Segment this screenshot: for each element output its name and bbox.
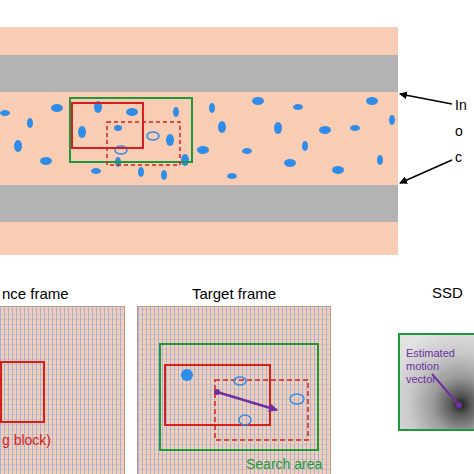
blood-cell bbox=[115, 157, 121, 167]
blood-cell bbox=[350, 125, 360, 131]
blood-cell bbox=[27, 118, 33, 128]
blood-cell bbox=[126, 108, 138, 116]
vessel-wall bbox=[0, 55, 398, 92]
blood-cell bbox=[252, 97, 264, 105]
blood-cell bbox=[284, 159, 296, 167]
blood-cell bbox=[114, 125, 122, 131]
panel-heading: Target frame bbox=[138, 285, 330, 302]
blood-cell bbox=[161, 170, 167, 180]
wall-label: In o c bbox=[455, 92, 473, 170]
blood-cell bbox=[166, 134, 174, 146]
panel-heading: nce frame bbox=[2, 285, 69, 302]
search-area-outline bbox=[70, 98, 192, 162]
pointer-arrow bbox=[400, 160, 452, 183]
reference-frame-panel: nce frameg block) bbox=[0, 306, 125, 474]
blood-cell bbox=[319, 126, 331, 134]
vessel-wall bbox=[0, 185, 398, 222]
blood-cell bbox=[78, 126, 86, 138]
cell-outline bbox=[290, 394, 304, 404]
blood-cell bbox=[91, 168, 101, 174]
moved-block-outline bbox=[107, 122, 180, 165]
panel-heading: SSD bbox=[432, 284, 463, 301]
block-outline bbox=[165, 365, 270, 425]
motion-vector bbox=[217, 392, 277, 410]
leader-line bbox=[432, 374, 458, 404]
blood-cell bbox=[0, 110, 10, 116]
blood-cell bbox=[293, 104, 303, 110]
target-frame-panel: Target frameSearch area bbox=[137, 306, 331, 474]
block-outline bbox=[72, 103, 143, 148]
blood-cell bbox=[197, 146, 209, 154]
cell-outline bbox=[115, 146, 127, 154]
matching-block: g block) bbox=[0, 361, 45, 423]
blood-cell bbox=[302, 141, 308, 151]
blood-cell bbox=[51, 104, 63, 112]
blood-cell bbox=[377, 155, 383, 165]
cell-outline bbox=[147, 132, 159, 140]
blood-cell bbox=[274, 122, 282, 134]
blood-cell bbox=[366, 97, 378, 105]
blood-cell bbox=[94, 101, 102, 113]
blood-cell bbox=[227, 173, 237, 179]
ssd-map-box: Estimated motion vector bbox=[398, 333, 474, 431]
blood-cell bbox=[181, 154, 189, 166]
block-label: g block) bbox=[2, 432, 51, 448]
blood-cell bbox=[389, 115, 395, 125]
blood-cell bbox=[14, 140, 22, 152]
search-area-box: Search area bbox=[159, 343, 319, 451]
blood-cell bbox=[173, 107, 179, 117]
blood-cell bbox=[181, 369, 193, 381]
blood-cell bbox=[138, 167, 144, 177]
blood-cell bbox=[332, 166, 344, 174]
pointer-arrow bbox=[400, 94, 452, 104]
moved-block-outline bbox=[215, 380, 308, 440]
cell-outline bbox=[239, 415, 251, 425]
vector-origin bbox=[214, 389, 220, 395]
blood-cell bbox=[242, 148, 252, 154]
search-area-label: Search area bbox=[246, 456, 322, 472]
cell-outline bbox=[234, 377, 246, 385]
blood-cell bbox=[40, 157, 52, 165]
tissue-band bbox=[0, 27, 398, 255]
blood-cell bbox=[209, 103, 215, 113]
minimum-dot bbox=[456, 402, 462, 408]
blood-cell bbox=[218, 121, 226, 133]
vector-label: Estimated motion vector bbox=[406, 347, 472, 386]
